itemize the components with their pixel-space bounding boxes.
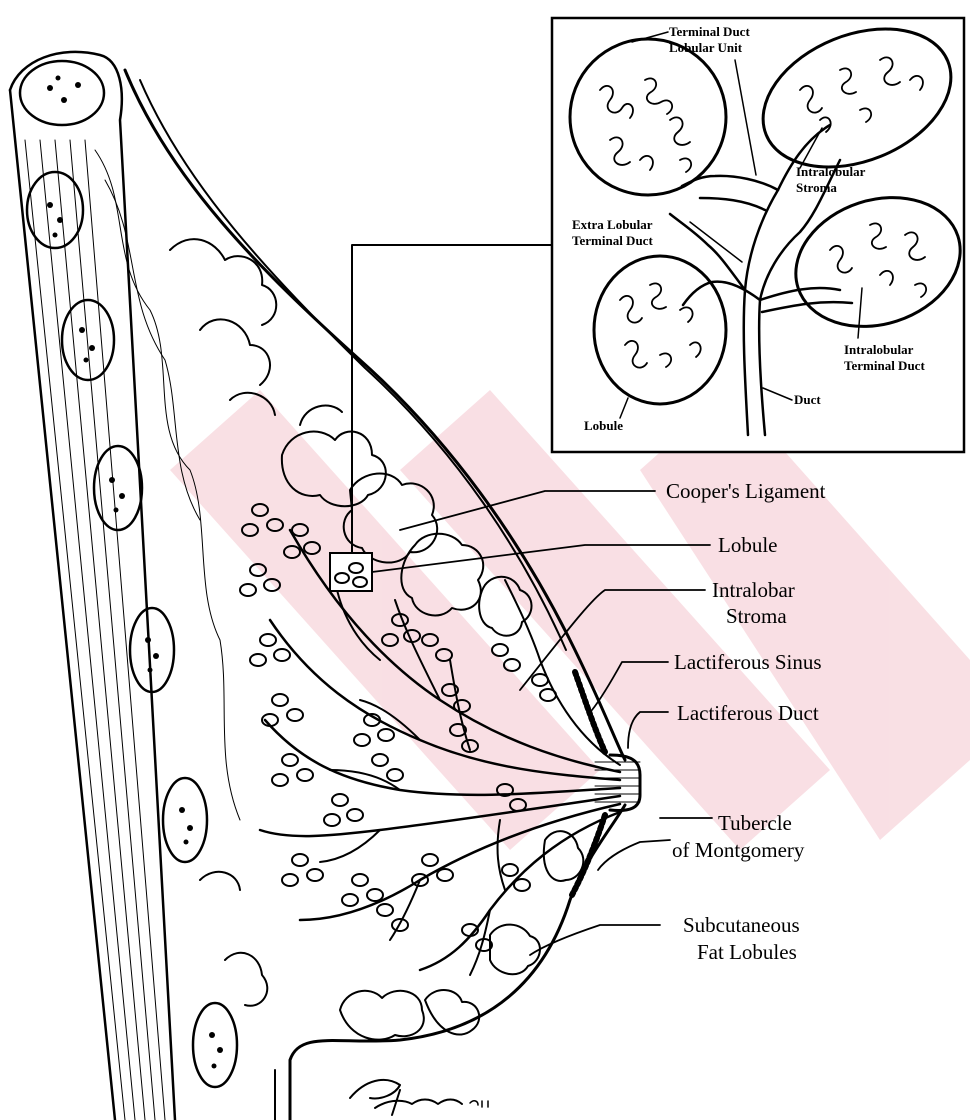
label-tdlu-line2: Lobular Unit <box>669 40 743 55</box>
chest-wall <box>10 52 240 1120</box>
label-tubercle-line2: of Montgomery <box>672 838 805 862</box>
label-subcutaneous-fat-line2: Fat Lobules <box>697 940 797 964</box>
label-intralobar-stroma: Intralobar <box>712 578 795 602</box>
label-duct: Duct <box>794 392 821 407</box>
label-intralobular-stroma: Intralobular <box>796 164 866 179</box>
label-extra-lobular-terminal-duct: Extra Lobular <box>572 217 653 232</box>
label-tdlu: Terminal Duct <box>669 24 750 39</box>
label-coopers-ligament: Cooper's Ligament <box>666 479 826 503</box>
label-lactiferous-duct: Lactiferous Duct <box>677 701 819 725</box>
label-inset-lobule: Lobule <box>584 418 623 433</box>
label-extra-lobular-terminal-duct-line2: Terminal Duct <box>572 233 653 248</box>
label-intralobar-stroma-line2: Stroma <box>726 604 787 628</box>
label-subcutaneous-fat: Subcutaneous <box>683 913 800 937</box>
label-intralobular-stroma-line2: Stroma <box>796 180 837 195</box>
artist-signature <box>350 1080 488 1115</box>
label-tubercle: Tubercle <box>718 811 792 835</box>
watermark <box>170 390 970 850</box>
lobule-highlight-box <box>330 553 372 591</box>
label-intralobular-terminal-duct-line2: Terminal Duct <box>844 358 925 373</box>
label-lobule: Lobule <box>718 533 777 557</box>
label-lactiferous-sinus: Lactiferous Sinus <box>674 650 822 674</box>
label-intralobular-terminal-duct: Intralobular <box>844 342 914 357</box>
